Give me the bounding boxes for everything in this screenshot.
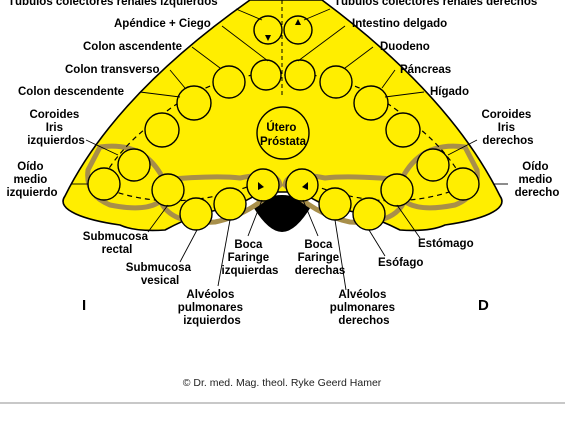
label-pancreas: Páncreas xyxy=(400,64,451,76)
label-boca-der-1: Boca xyxy=(304,239,333,251)
circle-alv-der xyxy=(319,188,351,220)
circle-boca-der xyxy=(286,169,318,201)
label-sub-rectal-2: rectal xyxy=(102,244,133,256)
label-boca-izq: Boca Faringe izquierdas xyxy=(222,239,279,277)
circle-oido-izq xyxy=(118,149,150,181)
label-side-right: D xyxy=(478,297,489,314)
label-oido-izq-3: izquierdo xyxy=(6,187,57,199)
label-oido-izq-2: medio xyxy=(13,174,47,186)
label-sub-rectal-1: Submucosa xyxy=(83,231,149,243)
label-oido-der-2: medio xyxy=(518,174,552,186)
circle-pancreas xyxy=(354,86,388,120)
label-apendice: Apéndice + Ciego xyxy=(114,18,211,30)
label-utero-2: Próstata xyxy=(260,136,307,148)
label-boca-der-3: derechas xyxy=(295,265,346,277)
circle-sub-vesical xyxy=(214,188,246,220)
copyright-text: © Dr. med. Mag. theol. Ryke Geerd Hamer xyxy=(183,377,382,389)
label-oido-izq-1: Oído xyxy=(17,161,43,173)
label-alv-der: Alvéolos pulmonares derechos xyxy=(330,289,398,327)
label-colon-asc: Colon ascendente xyxy=(83,41,182,53)
circle-coroides-izq xyxy=(145,113,179,147)
circle-sub-rectal-2 xyxy=(180,198,212,230)
label-coroides-izq-1: Coroides xyxy=(29,109,79,121)
label-sub-vesical-2: vesical xyxy=(141,275,179,287)
label-oido-izq: Oído medio izquierdo xyxy=(6,161,57,199)
circle-duodeno xyxy=(320,66,352,98)
label-boca-der-2: Faringe xyxy=(298,252,340,264)
label-coroides-der-3: derechos xyxy=(482,135,533,147)
circle-colon-desc xyxy=(177,86,211,120)
label-alv-izq: Alvéolos pulmonares izquierdos xyxy=(178,289,246,327)
label-coroides-der-1: Coroides xyxy=(481,109,531,121)
label-sub-vesical: Submucosa vesical xyxy=(126,262,194,287)
label-boca-der: Boca Faringe derechas xyxy=(295,239,346,277)
label-boca-izq-2: Faringe xyxy=(228,252,270,264)
circle-estomago xyxy=(381,174,413,206)
circle-coroides-der xyxy=(417,149,449,181)
circle-colon-asc xyxy=(251,60,281,90)
label-duodeno: Duodeno xyxy=(380,41,430,53)
label-esofago: Esófago xyxy=(378,257,423,269)
label-alv-der-1: Alvéolos xyxy=(338,289,386,301)
circle-boca-izq xyxy=(247,169,279,201)
label-alv-izq-3: izquierdos xyxy=(183,315,241,327)
label-sub-rectal: Submucosa rectal xyxy=(83,231,151,256)
circle-oido-der-outer xyxy=(447,168,479,200)
label-tubulos-izq: Túbulos colectores renales izquierdos xyxy=(8,0,218,8)
label-alv-izq-1: Alvéolos xyxy=(186,289,234,301)
label-side-left: I xyxy=(82,297,86,314)
label-sub-vesical-1: Submucosa xyxy=(126,262,192,274)
label-coroides-der: Coroides Iris derechos xyxy=(481,109,534,147)
label-coroides-der-2: Iris xyxy=(498,122,515,134)
label-oido-der-3: derecho xyxy=(515,187,560,199)
label-oido-der: Oído medio derecho xyxy=(515,161,560,199)
label-alv-izq-2: pulmonares xyxy=(178,302,243,314)
circle-sub-rectal xyxy=(152,174,184,206)
label-tubulos-der: Túbulos colectores renales derechos xyxy=(334,0,537,8)
label-coroides-izq: Coroides Iris izquierdos xyxy=(27,109,85,147)
label-alv-der-2: pulmonares xyxy=(330,302,395,314)
label-boca-izq-3: izquierdas xyxy=(222,265,279,277)
label-intestino: Intestino delgado xyxy=(352,18,447,30)
circle-esofago xyxy=(353,198,385,230)
label-coroides-izq-3: izquierdos xyxy=(27,135,85,147)
label-colon-desc: Colon descendente xyxy=(18,86,124,98)
label-boca-izq-1: Boca xyxy=(234,239,263,251)
label-coroides-izq-2: Iris xyxy=(46,122,63,134)
label-alv-der-3: derechos xyxy=(338,315,389,327)
label-utero-1: Útero xyxy=(266,121,296,134)
circle-higado xyxy=(386,113,420,147)
circle-oido-izq-outer xyxy=(88,168,120,200)
label-colon-trans: Colon transverso xyxy=(65,64,160,76)
label-higado: Hígado xyxy=(430,86,469,98)
label-estomago: Estómago xyxy=(418,238,474,250)
circle-colon-trans xyxy=(213,66,245,98)
circle-intestino xyxy=(285,60,315,90)
label-oido-der-1: Oído xyxy=(522,161,548,173)
